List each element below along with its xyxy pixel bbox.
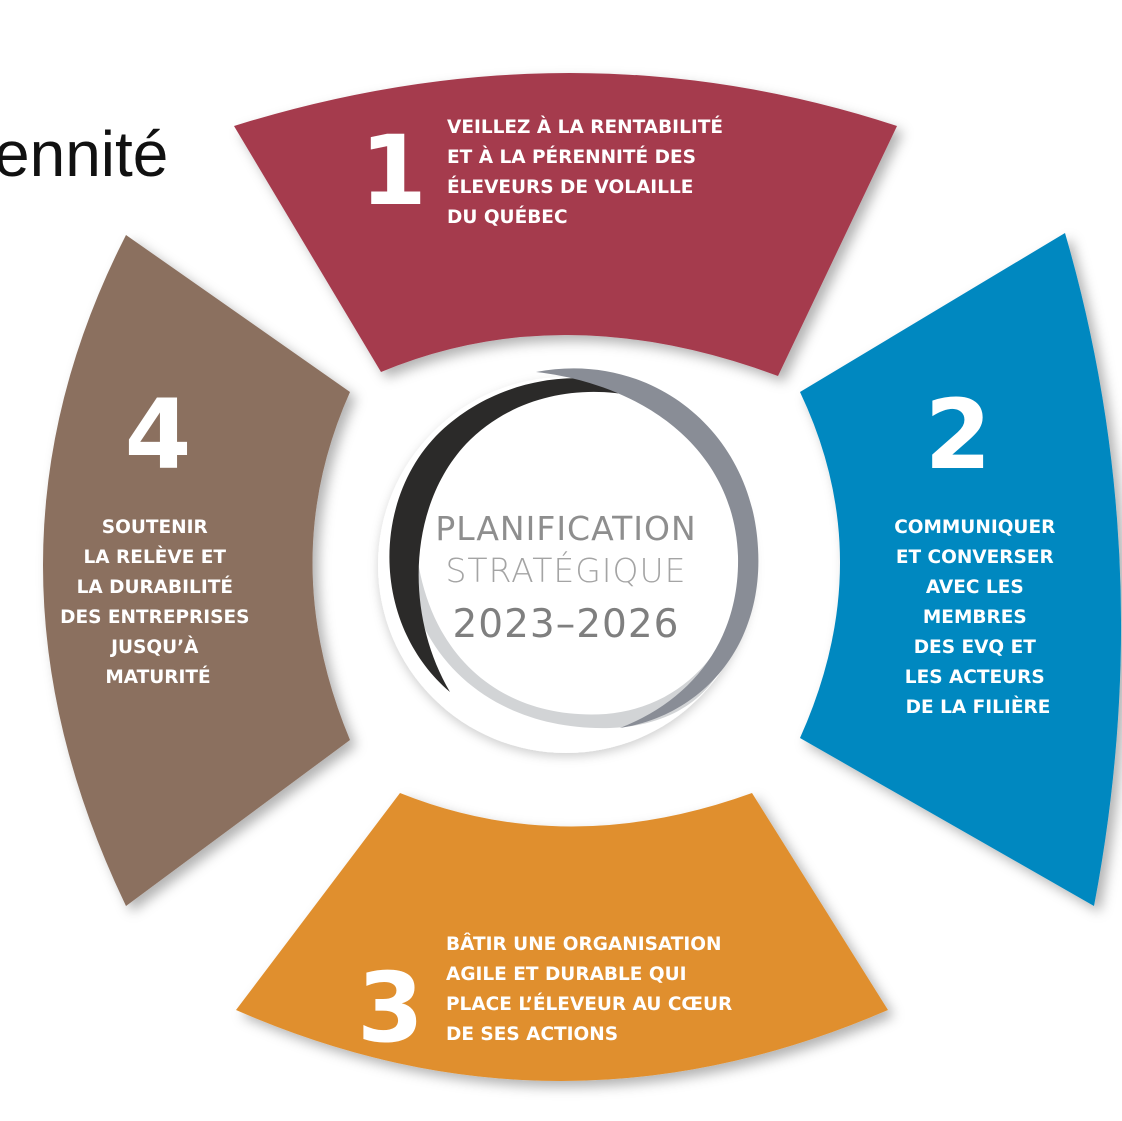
segment-1-line: ET À LA PÉRENNITÉ DES (447, 146, 696, 168)
center-title-line-2: STRATÉGIQUE (445, 550, 686, 590)
segment-3-text: BÂTIR UNE ORGANISATION AGILE ET DURABLE … (446, 933, 739, 1045)
segment-2-line: AVEC LES (926, 577, 1024, 598)
center-backdrop (378, 377, 754, 753)
segment-3-number: 3 (357, 952, 424, 1064)
center-title-line-1: PLANIFICATION (435, 509, 696, 548)
segment-2-line: MEMBRES (923, 607, 1027, 628)
segment-4-line: MATURITÉ (105, 666, 210, 688)
segment-4-shape (43, 235, 350, 906)
segment-1-shape (234, 73, 897, 376)
segment-2-line: LES ACTEURS (905, 667, 1045, 688)
center-emblem: PLANIFICATION STRATÉGIQUE 2023–2026 (378, 368, 759, 753)
segment-4-line: JUSQU’À (109, 636, 199, 658)
segment-1-line: ÉLEVEURS DE VOLAILLE (447, 176, 693, 198)
segment-4-text: SOUTENIR LA RELÈVE ET LA DURABILITÉ DES … (60, 517, 256, 688)
segment-4-line: SOUTENIR (102, 517, 208, 538)
segment-3-line: AGILE ET DURABLE QUI (446, 964, 687, 985)
segment-4-line: LA DURABILITÉ (77, 576, 233, 598)
segment-1-line: VEILLEZ À LA RENTABILITÉ (447, 116, 723, 138)
segment-3: 3 BÂTIR UNE ORGANISATION AGILE ET DURABL… (236, 793, 888, 1081)
segment-2-shape (800, 233, 1122, 906)
segment-2-line: DE LA FILIÈRE (906, 696, 1051, 718)
partial-heading: ennité (0, 118, 169, 190)
segment-1-text: VEILLEZ À LA RENTABILITÉ ET À LA PÉRENNI… (447, 116, 729, 228)
segment-4: 4 SOUTENIR LA RELÈVE ET LA DURABILITÉ DE… (43, 235, 350, 906)
center-title-line-3: 2023–2026 (452, 602, 679, 647)
segment-1-number: 1 (360, 115, 427, 227)
segment-2-line: COMMUNIQUER (894, 517, 1055, 538)
segment-3-line: DE SES ACTIONS (446, 1024, 618, 1045)
segment-4-line: DES ENTREPRISES (60, 607, 249, 628)
segment-2-number: 2 (925, 379, 992, 491)
segment-3-line: BÂTIR UNE ORGANISATION (446, 933, 722, 955)
segment-3-line: PLACE L’ÉLEVEUR AU CŒUR (446, 993, 732, 1015)
segment-2: 2 COMMUNIQUER ET CONVERSER AVEC LES MEMB… (800, 233, 1122, 906)
segment-2-text: COMMUNIQUER ET CONVERSER AVEC LES MEMBRE… (894, 517, 1062, 718)
segment-4-number: 4 (125, 379, 192, 491)
segment-4-line: LA RELÈVE ET (84, 546, 227, 568)
segment-2-line: ET CONVERSER (896, 547, 1054, 568)
segment-2-line: DES EVQ ET (914, 637, 1037, 658)
segment-1: 1 VEILLEZ À LA RENTABILITÉ ET À LA PÉREN… (234, 73, 897, 376)
segment-1-line: DU QUÉBEC (447, 206, 568, 228)
segment-3-shape (236, 793, 888, 1081)
